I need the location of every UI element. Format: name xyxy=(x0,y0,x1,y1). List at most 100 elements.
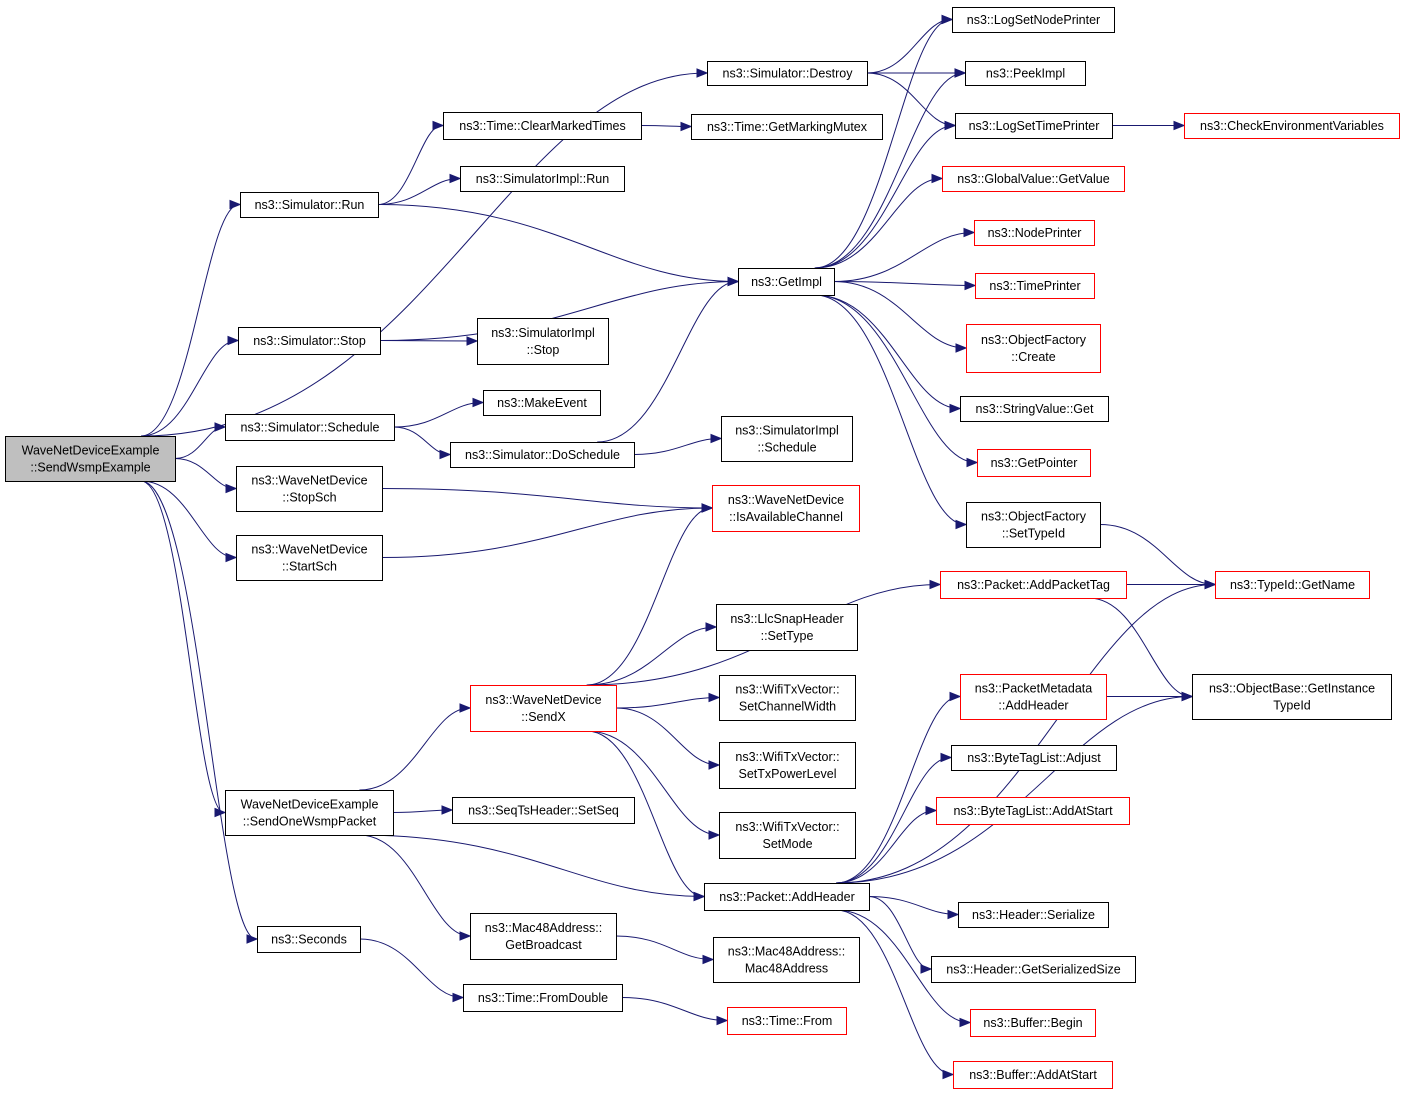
node-peekimpl[interactable]: ns3::PeekImpl xyxy=(965,61,1086,86)
node-getbroadcast[interactable]: ns3::Mac48Address::GetBroadcast xyxy=(470,913,617,960)
node-box-objfactsettypeid[interactable] xyxy=(966,502,1101,548)
node-addpackettag[interactable]: ns3::Packet::AddPacketTag xyxy=(940,571,1127,599)
node-box-headerserialize[interactable] xyxy=(958,902,1109,928)
node-box-setseq[interactable] xyxy=(452,797,635,824)
node-stopsch[interactable]: ns3::WaveNetDevice::StopSch xyxy=(236,466,383,512)
node-box-stopsch[interactable] xyxy=(236,466,383,512)
node-bytetagaddatstart[interactable]: ns3::ByteTagList::AddAtStart xyxy=(936,797,1130,825)
node-box-getinstancetypeid[interactable] xyxy=(1192,674,1392,720)
node-startsch[interactable]: ns3::WaveNetDevice::StartSch xyxy=(236,535,383,581)
node-box-getserializedsize[interactable] xyxy=(931,956,1136,983)
node-box-simimplschedule[interactable] xyxy=(721,416,853,462)
node-box-destroy[interactable] xyxy=(707,61,868,86)
node-pktmetaaddheader[interactable]: ns3::PacketMetadata::AddHeader xyxy=(960,674,1107,720)
node-sendonewsmp[interactable]: WaveNetDeviceExample::SendOneWsmpPacket xyxy=(225,790,394,836)
node-getserializedsize[interactable]: ns3::Header::GetSerializedSize xyxy=(931,956,1136,983)
node-simimplstop[interactable]: ns3::SimulatorImpl::Stop xyxy=(477,318,609,365)
node-objfactcreate[interactable]: ns3::ObjectFactory::Create xyxy=(966,324,1101,373)
node-pktaddheader[interactable]: ns3::Packet::AddHeader xyxy=(704,883,870,911)
node-box-bytetagaddatstart[interactable] xyxy=(936,797,1130,825)
node-box-sendonewsmp[interactable] xyxy=(225,790,394,836)
node-box-getbroadcast[interactable] xyxy=(470,913,617,960)
node-box-setchannelwidth[interactable] xyxy=(719,675,856,721)
node-box-typeidgetname[interactable] xyxy=(1215,571,1370,599)
node-box-getimpl[interactable] xyxy=(738,268,835,296)
node-box-objfactcreate[interactable] xyxy=(966,324,1101,373)
node-box-settxpower[interactable] xyxy=(719,742,856,789)
node-box-addpackettag[interactable] xyxy=(940,571,1127,599)
node-box-simschedule[interactable] xyxy=(225,414,395,441)
node-box-fromdouble[interactable] xyxy=(463,984,623,1012)
node-headerserialize[interactable]: ns3::Header::Serialize xyxy=(958,902,1109,928)
node-box-llcsettype[interactable] xyxy=(716,604,858,651)
node-box-bufferaddatstart[interactable] xyxy=(953,1061,1113,1089)
node-stringvalueget[interactable]: ns3::StringValue::Get xyxy=(960,396,1109,422)
node-setmode[interactable]: ns3::WifiTxVector::SetMode xyxy=(719,812,856,859)
node-box-checkenv[interactable] xyxy=(1184,113,1400,139)
node-box-bytetagadjust[interactable] xyxy=(951,745,1117,771)
node-box-simstop[interactable] xyxy=(238,327,381,355)
node-box-peekimpl[interactable] xyxy=(965,61,1086,86)
node-mac48address[interactable]: ns3::Mac48Address::Mac48Address xyxy=(713,937,860,983)
node-box-bufferbegin[interactable] xyxy=(970,1009,1096,1037)
node-box-logsetnode[interactable] xyxy=(952,7,1115,33)
node-llcsettype[interactable]: ns3::LlcSnapHeader::SetType xyxy=(716,604,858,651)
node-simimplschedule[interactable]: ns3::SimulatorImpl::Schedule xyxy=(721,416,853,462)
node-fromdouble[interactable]: ns3::Time::FromDouble xyxy=(463,984,623,1012)
node-simschedule[interactable]: ns3::Simulator::Schedule xyxy=(225,414,395,441)
node-bufferaddatstart[interactable]: ns3::Buffer::AddAtStart xyxy=(953,1061,1113,1089)
node-sendx[interactable]: ns3::WaveNetDevice::SendX xyxy=(470,685,617,732)
node-box-timeprinter[interactable] xyxy=(975,273,1095,299)
node-box-sendx[interactable] xyxy=(470,685,617,732)
node-box-globalvalue[interactable] xyxy=(942,166,1125,192)
node-box-timefrom[interactable] xyxy=(727,1007,847,1035)
node-globalvalue[interactable]: ns3::GlobalValue::GetValue xyxy=(942,166,1125,192)
node-box-startsch[interactable] xyxy=(236,535,383,581)
node-setseq[interactable]: ns3::SeqTsHeader::SetSeq xyxy=(452,797,635,824)
node-box-setmode[interactable] xyxy=(719,812,856,859)
node-box-simimplstop[interactable] xyxy=(477,318,609,365)
node-box-nodeprinter[interactable] xyxy=(974,220,1095,246)
node-logsetnode[interactable]: ns3::LogSetNodePrinter xyxy=(952,7,1115,33)
node-simstop[interactable]: ns3::Simulator::Stop xyxy=(238,327,381,355)
node-doschedule[interactable]: ns3::Simulator::DoSchedule xyxy=(450,442,635,468)
node-getimpl[interactable]: ns3::GetImpl xyxy=(738,268,835,296)
node-box-pktmetaaddheader[interactable] xyxy=(960,674,1107,720)
node-nodeprinter[interactable]: ns3::NodePrinter xyxy=(974,220,1095,246)
node-box-makeevent[interactable] xyxy=(483,390,601,416)
node-getmarkingmutex[interactable]: ns3::Time::GetMarkingMutex xyxy=(691,114,883,140)
node-objfactsettypeid[interactable]: ns3::ObjectFactory::SetTypeId xyxy=(966,502,1101,548)
node-checkenv[interactable]: ns3::CheckEnvironmentVariables xyxy=(1184,113,1400,139)
node-box-simrun[interactable] xyxy=(240,192,379,218)
node-makeevent[interactable]: ns3::MakeEvent xyxy=(483,390,601,416)
node-box-seconds[interactable] xyxy=(257,926,361,953)
node-bytetagadjust[interactable]: ns3::ByteTagList::Adjust xyxy=(951,745,1117,771)
node-box-simimplrun[interactable] xyxy=(460,166,625,192)
node-box-mac48address[interactable] xyxy=(713,937,860,983)
node-root[interactable]: WaveNetDeviceExample::SendWsmpExample xyxy=(5,436,176,482)
node-simrun[interactable]: ns3::Simulator::Run xyxy=(240,192,379,218)
node-box-pktaddheader[interactable] xyxy=(704,883,870,911)
node-destroy[interactable]: ns3::Simulator::Destroy xyxy=(707,61,868,86)
node-box-root[interactable] xyxy=(5,436,176,482)
node-box-stringvalueget[interactable] xyxy=(960,396,1109,422)
node-getpointer[interactable]: ns3::GetPointer xyxy=(977,449,1091,477)
node-box-doschedule[interactable] xyxy=(450,442,635,468)
node-logsettime[interactable]: ns3::LogSetTimePrinter xyxy=(955,113,1113,139)
node-seconds[interactable]: ns3::Seconds xyxy=(257,926,361,953)
node-box-logsettime[interactable] xyxy=(955,113,1113,139)
node-isavailable[interactable]: ns3::WaveNetDevice::IsAvailableChannel xyxy=(712,485,860,532)
node-box-isavailable[interactable] xyxy=(712,485,860,532)
node-typeidgetname[interactable]: ns3::TypeId::GetName xyxy=(1215,571,1370,599)
node-settxpower[interactable]: ns3::WifiTxVector::SetTxPowerLevel xyxy=(719,742,856,789)
node-bufferbegin[interactable]: ns3::Buffer::Begin xyxy=(970,1009,1096,1037)
node-clearmarked[interactable]: ns3::Time::ClearMarkedTimes xyxy=(443,112,642,140)
node-setchannelwidth[interactable]: ns3::WifiTxVector::SetChannelWidth xyxy=(719,675,856,721)
node-simimplrun[interactable]: ns3::SimulatorImpl::Run xyxy=(460,166,625,192)
node-timefrom[interactable]: ns3::Time::From xyxy=(727,1007,847,1035)
node-box-getpointer[interactable] xyxy=(977,449,1091,477)
node-box-clearmarked[interactable] xyxy=(443,112,642,140)
node-box-getmarkingmutex[interactable] xyxy=(691,114,883,140)
node-timeprinter[interactable]: ns3::TimePrinter xyxy=(975,273,1095,299)
